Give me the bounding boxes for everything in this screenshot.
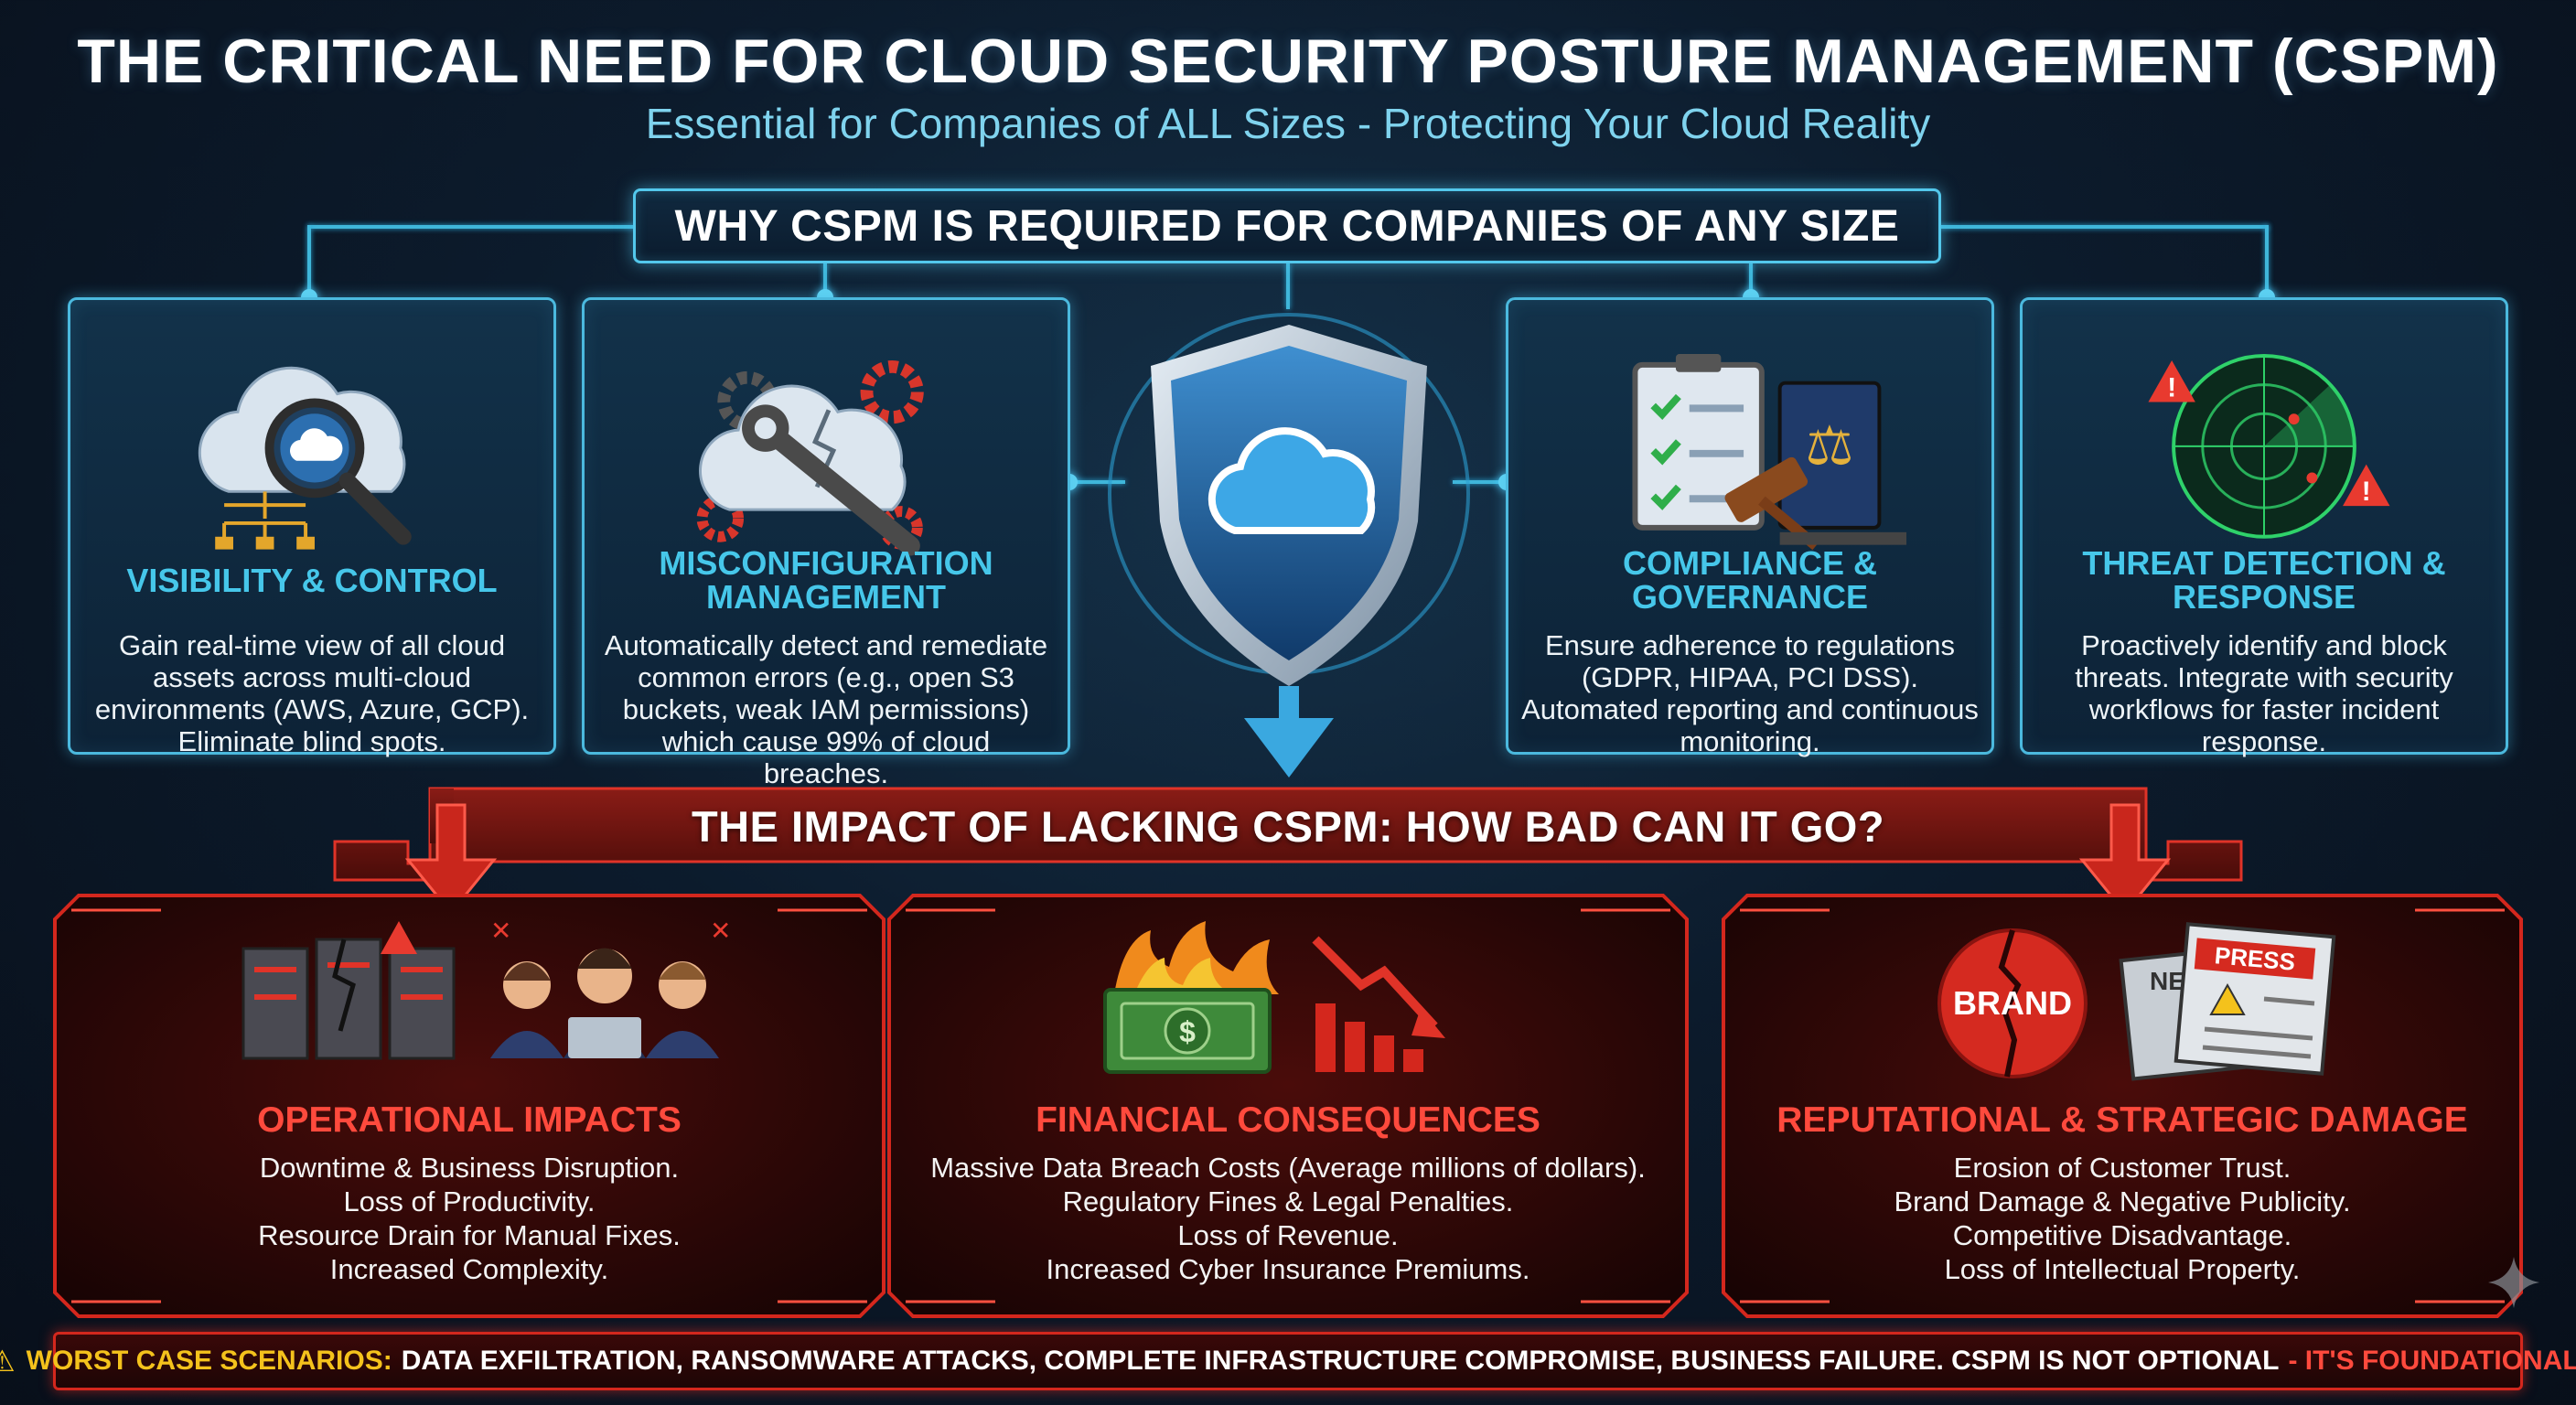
worst-case-tagline: - IT'S FOUNDATIONAL. (2288, 1346, 2576, 1376)
card-title: THREAT DETECTION & RESPONSE (2082, 544, 2446, 616)
list-item: Loss of Productivity. (343, 1185, 596, 1217)
card-body: Ensure adherence to regulations (GDPR, H… (1521, 629, 1979, 757)
connector-line (1070, 480, 1125, 484)
list-item: Loss of Revenue. (1177, 1219, 1399, 1251)
svg-text:!: ! (2362, 477, 2371, 507)
panel-financial-consequences: $ FINANCIAL CONSEQUENCES Massive Data Br… (886, 892, 1690, 1320)
card-body: Automatically detect and remediate commo… (604, 629, 1048, 789)
list-item: Regulatory Fines & Legal Penalties. (1062, 1185, 1514, 1217)
list-item: Downtime & Business Disruption. (259, 1152, 680, 1184)
list-item: Loss of Intellectual Property. (1944, 1253, 2301, 1285)
panel-frame (887, 894, 1689, 1318)
panel-list: Erosion of Customer Trust. Brand Damage … (1729, 1151, 2516, 1286)
worst-case-banner: ⚠ WORST CASE SCENARIOS: DATA EXFILTRATIO… (0, 1332, 2576, 1390)
svg-text:⚖: ⚖ (1805, 414, 1853, 477)
connector-line (309, 225, 635, 229)
list-item: Resource Drain for Manual Fixes. (258, 1219, 681, 1251)
list-item: Competitive Disadvantage. (1952, 1219, 2292, 1251)
panel-list: Massive Data Breach Costs (Average milli… (895, 1151, 1681, 1286)
card-misconfiguration-management: MISCONFIGURATION MANAGEMENT Automaticall… (582, 297, 1070, 789)
broken-cloud-wrench-icon (696, 359, 924, 556)
list-item: Brand Damage & Negative Publicity. (1894, 1185, 2351, 1217)
card-body: Proactively identify and block threats. … (2075, 629, 2453, 757)
connector-line (1749, 263, 1753, 298)
panel-list: Downtime & Business Disruption. Loss of … (60, 1151, 878, 1286)
brand-text: BRAND (1953, 984, 2072, 1022)
why-section-heading: WHY CSPM IS REQUIRED FOR COMPANIES OF AN… (633, 188, 1941, 263)
list-item: Erosion of Customer Trust. (1953, 1152, 2292, 1184)
page-title: THE CRITICAL NEED FOR CLOUD SECURITY POS… (77, 27, 2499, 96)
card-body: Gain real-time view of all cloud assets … (94, 629, 530, 757)
impact-banner-arrows (333, 787, 2243, 915)
card-threat-detection-response: ! ! THREAT DETECTION & RESPONSE Proactiv… (2020, 297, 2508, 757)
list-item: Increased Cyber Insurance Premiums. (1046, 1253, 1530, 1285)
checklist-gavel-icon: ⚖ (1632, 354, 1907, 551)
card-title: MISCONFIGURATION MANAGEMENT (659, 544, 993, 616)
panel-title: REPUTATIONAL & STRATEGIC DAMAGE (1776, 1100, 2468, 1140)
broken-servers-stressed-team-icon: ✕ ✕ (242, 917, 731, 1060)
connector-line (1453, 480, 1506, 484)
news-text: NE (2150, 967, 2185, 995)
card-title: VISIBILITY & CONTROL (126, 561, 498, 599)
shield-cloud-icon (1108, 313, 1470, 778)
list-item: Massive Data Breach Costs (Average milli… (930, 1152, 1646, 1184)
card-visibility-control: VISIBILITY & CONTROL Gain real-time view… (68, 297, 556, 757)
list-item: Increased Complexity. (329, 1253, 609, 1285)
impact-section-heading: THE IMPACT OF LACKING CSPM: HOW BAD CAN … (691, 801, 1885, 851)
panel-title: FINANCIAL CONSEQUENCES (1036, 1100, 1540, 1140)
connector-line (1939, 225, 2269, 229)
panel-operational-impacts: ✕ ✕ OPERATIONAL IMPACTS Downtime & Busin… (51, 892, 887, 1320)
worst-case-text: DATA EXFILTRATION, RANSOMWARE ATTACKS, C… (401, 1346, 2280, 1376)
connector-line (307, 225, 311, 298)
cracked-brand-press-icon: BRAND NE PRESS (1937, 922, 2336, 1081)
connector-line (823, 263, 827, 298)
worst-case-label: WORST CASE SCENARIOS: (26, 1346, 392, 1376)
sparkle-icon (2488, 1257, 2539, 1308)
card-title: COMPLIANCE & GOVERNANCE (1623, 544, 1877, 616)
svg-text:✕: ✕ (490, 917, 511, 945)
warning-icon: ⚠ (0, 1345, 16, 1378)
connector-line (1286, 263, 1290, 309)
connector-line (2265, 225, 2269, 298)
svg-text:✕: ✕ (710, 917, 731, 945)
panel-reputational-strategic-damage: BRAND NE PRESS REPUTATIONAL & STRATEGIC … (1720, 892, 2525, 1320)
svg-text:$: $ (1179, 1015, 1196, 1048)
burning-money-declining-chart-icon: $ (1103, 921, 1445, 1074)
svg-text:!: ! (2167, 373, 2176, 403)
cloud-magnifier-icon (198, 366, 412, 550)
page-subtitle: Essential for Companies of ALL Sizes - P… (645, 100, 1931, 147)
card-compliance-governance: ⚖ COMPLIANCE & GOVERNANCE Ensure adheren… (1506, 297, 1994, 757)
radar-warning-icon: ! ! (2148, 354, 2390, 539)
panel-title: OPERATIONAL IMPACTS (257, 1100, 682, 1140)
